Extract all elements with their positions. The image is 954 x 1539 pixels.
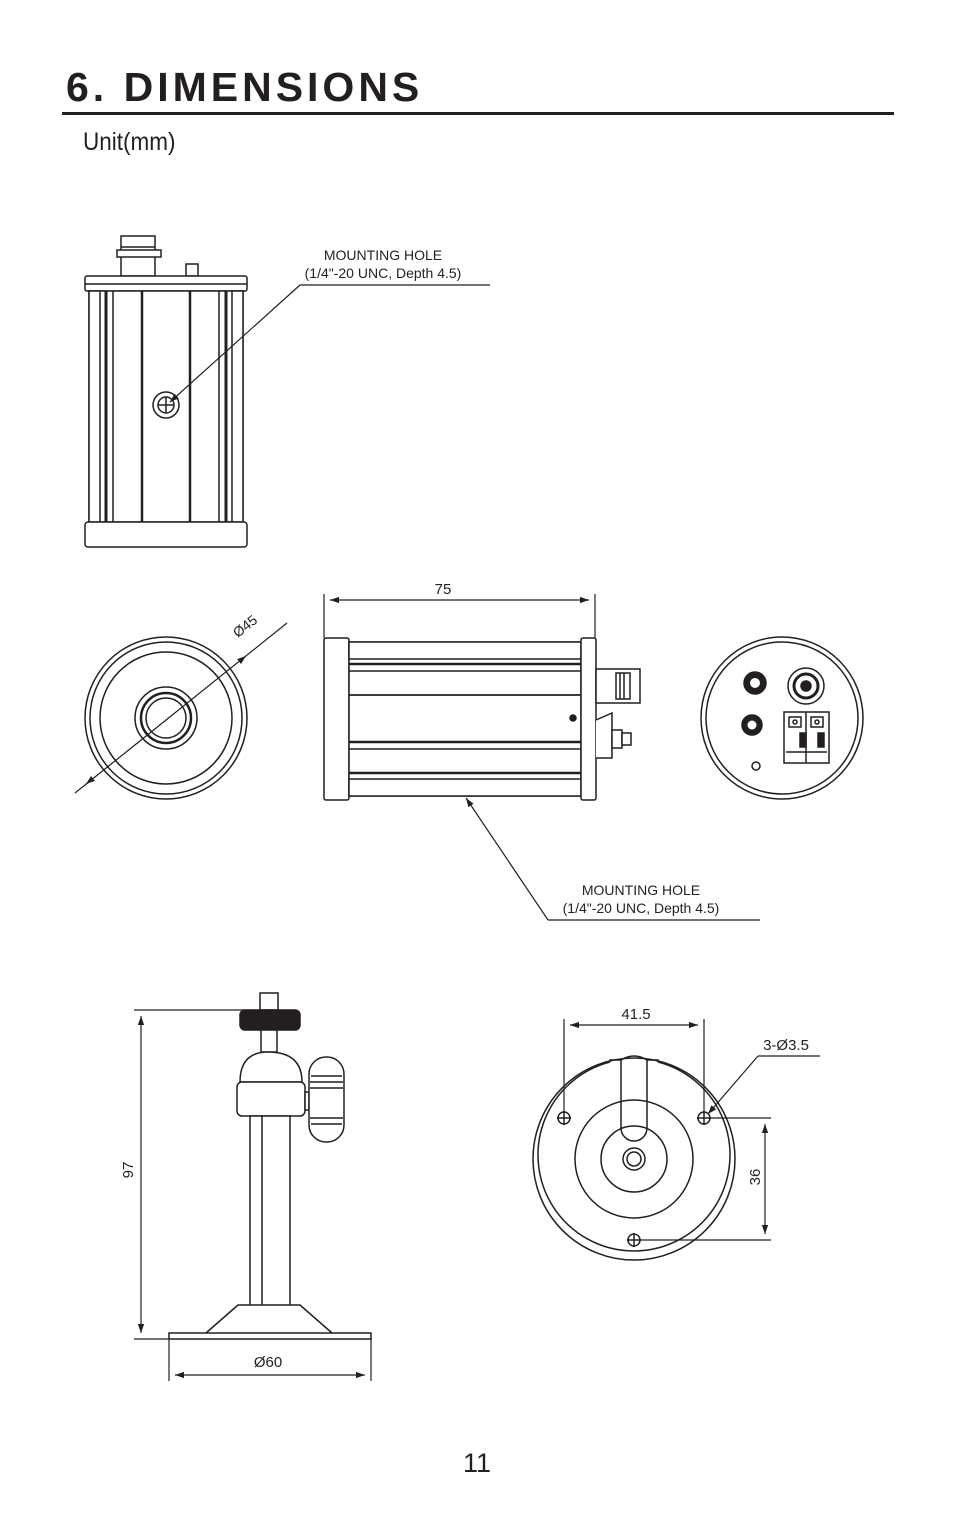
top-mounting-hole-label: MOUNTING HOLE: [324, 247, 442, 263]
unit-label: Unit(mm): [83, 128, 176, 156]
hole-offset-label: 36: [747, 1169, 764, 1186]
bracket-base-diameter-label: Ø60: [254, 1354, 282, 1371]
title-underline: [62, 112, 894, 115]
side-mounting-hole-label: MOUNTING HOLE: [582, 882, 700, 898]
hole-spacing-label: 41.5: [621, 1006, 650, 1023]
side-mounting-hole-spec: (1/4"-20 UNC, Depth 4.5): [563, 900, 720, 916]
hole-size-label: 3-Ø3.5: [763, 1037, 809, 1054]
length-dimension: [323, 594, 596, 638]
hole-offset-dimension: [640, 1117, 771, 1241]
top-mounting-hole-spec: (1/4"-20 UNC, Depth 4.5): [305, 265, 462, 281]
bracket-base-view: [532, 1055, 736, 1261]
top-mounting-hole-leader: [169, 284, 490, 403]
length-label: 75: [435, 581, 452, 598]
front-diameter-dimension: [74, 622, 288, 794]
camera-front-view: [84, 636, 248, 800]
hole-spacing-dimension: [563, 1019, 705, 1112]
bracket-height-dimension: [134, 1009, 256, 1340]
bracket-height-label: 97: [120, 1162, 137, 1179]
hole-size-leader: [707, 1055, 820, 1115]
page-title: 6. DIMENSIONS: [66, 64, 424, 110]
camera-side-view: [323, 637, 641, 801]
camera-top-view: [84, 235, 248, 548]
camera-rear-view: [700, 636, 864, 800]
bracket-side-view: [168, 992, 372, 1340]
bracket-base-diameter-dimension: [168, 1339, 372, 1381]
side-mounting-hole-leader: [465, 797, 760, 921]
front-diameter-label: Ø45: [230, 611, 261, 640]
page-number: 11: [462, 1448, 492, 1478]
